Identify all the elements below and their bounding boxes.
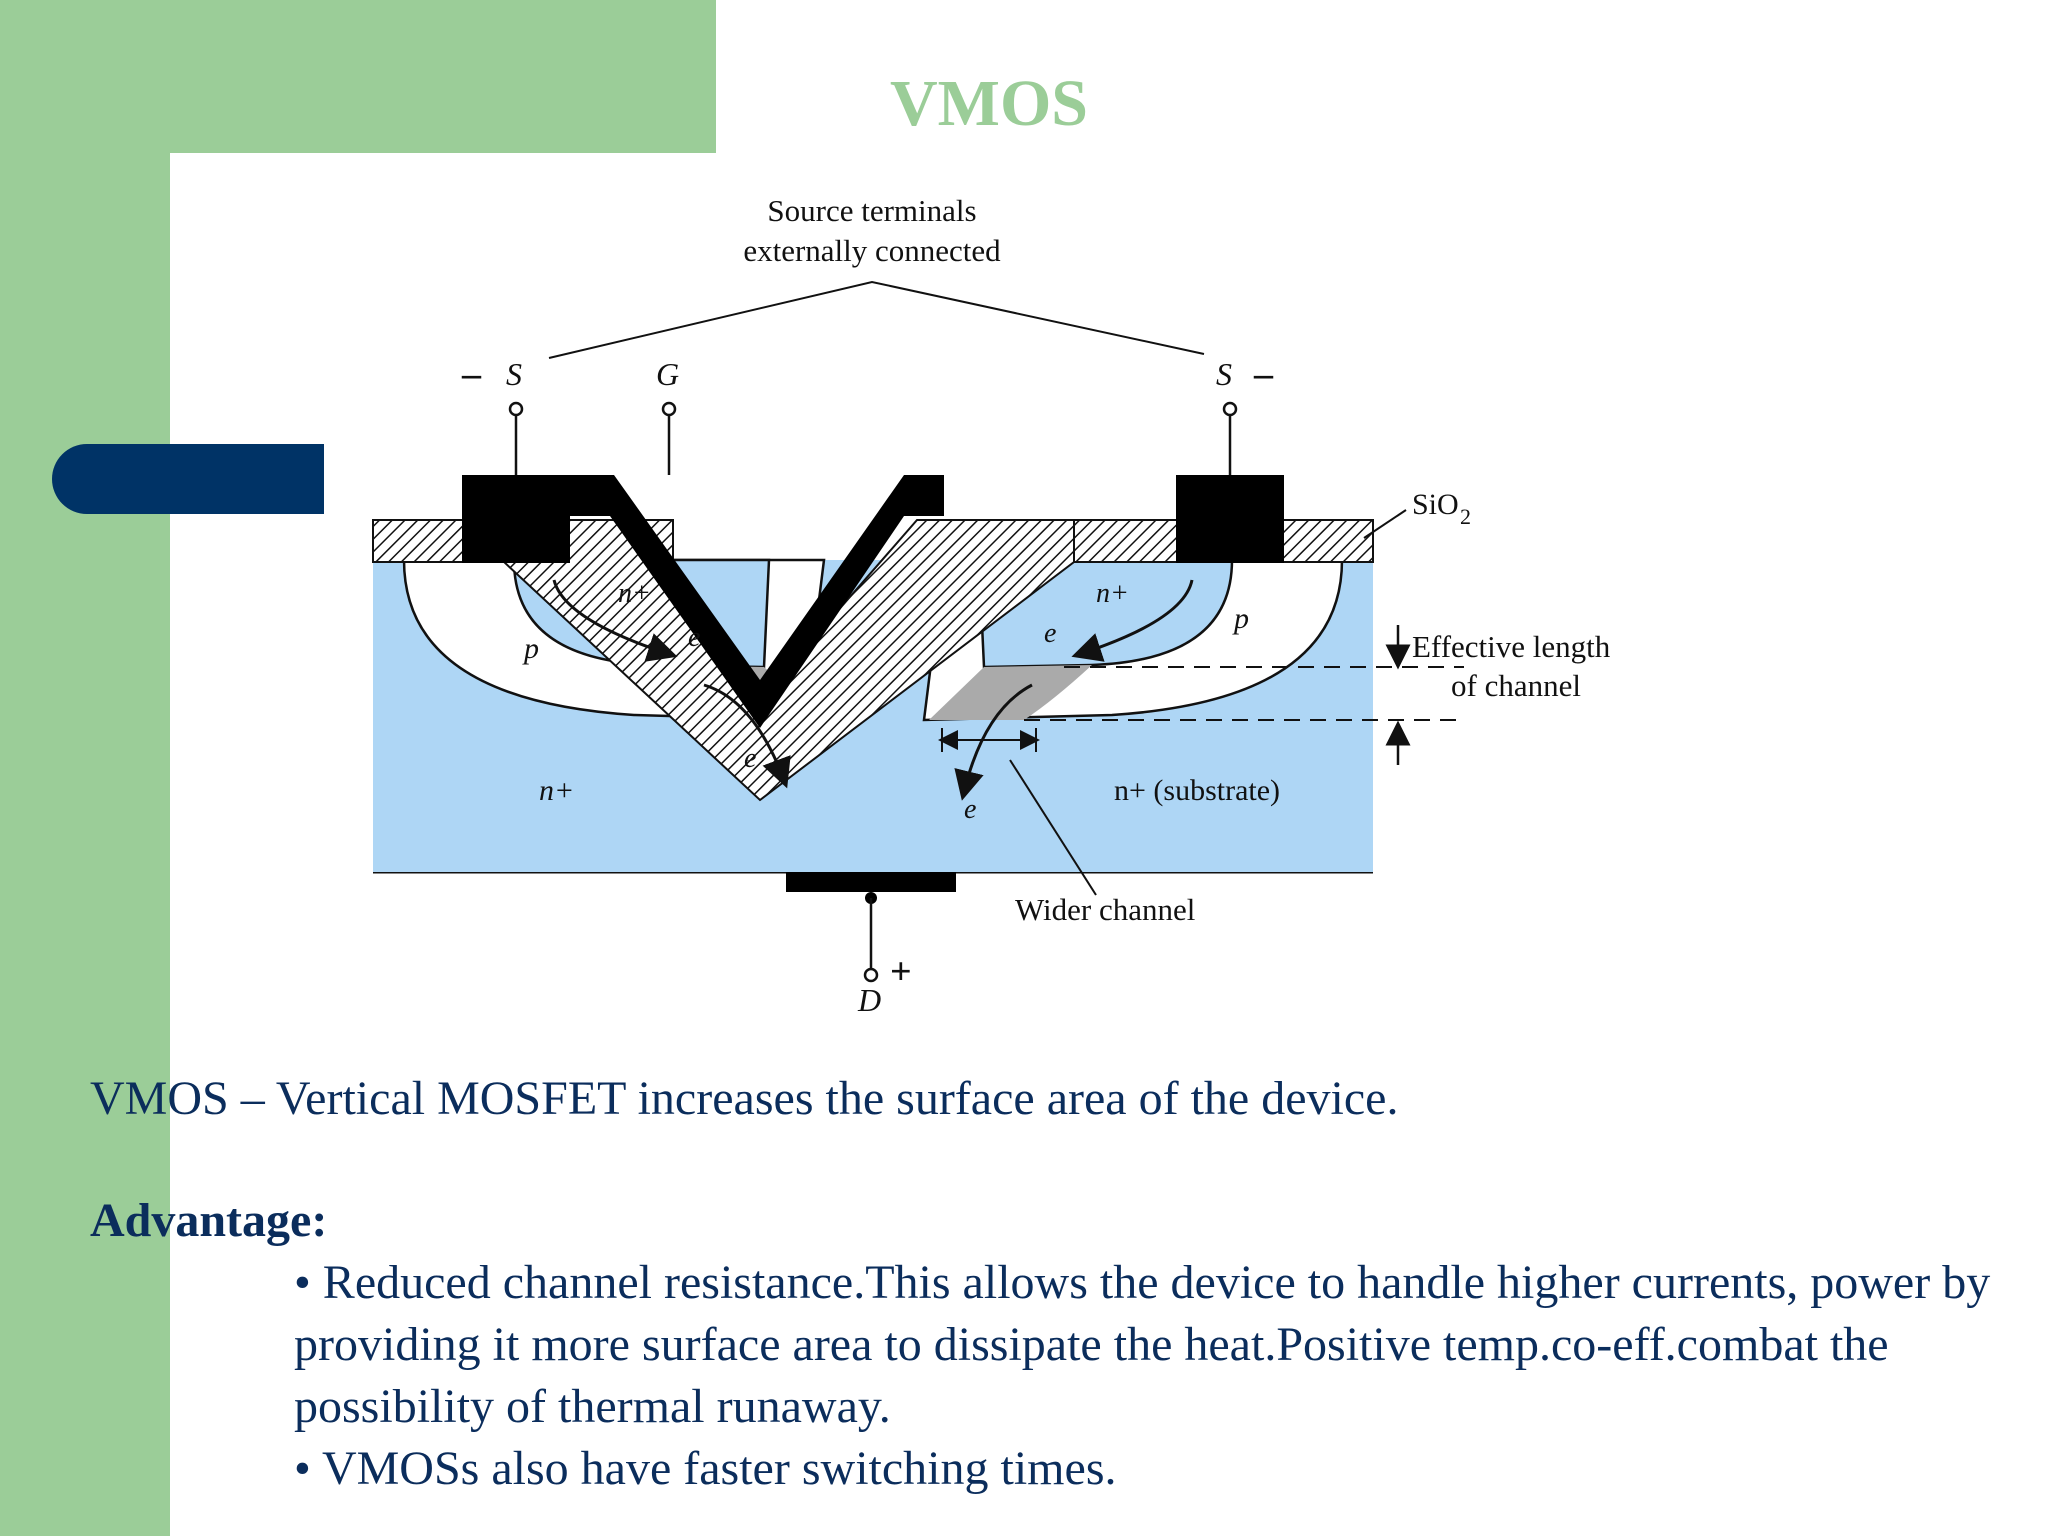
source-contact-left: [462, 475, 570, 563]
green-top-band: [170, 0, 716, 153]
label-n-plus-bulk: n+: [539, 774, 574, 807]
label-effective-length: Effective length: [1412, 629, 1611, 664]
advantage-list: • Reduced channel resistance.This allows…: [90, 1252, 2010, 1500]
drain-contact: [786, 872, 956, 892]
electron-arrow-1: [552, 579, 678, 662]
label-externally-connected: externally connected: [743, 233, 1001, 268]
source-connection-lines: [548, 280, 1205, 359]
label-electron-2: e: [1044, 618, 1056, 649]
label-electron-3: e: [744, 743, 756, 774]
label-electron-4: e: [964, 794, 976, 825]
gate-terminal: [661, 401, 677, 417]
label-gate: G: [656, 356, 679, 392]
source-left-terminal: [508, 401, 524, 417]
slide-title: VMOS: [890, 67, 1088, 140]
label-electron-1: e: [688, 622, 700, 653]
label-of-channel: of channel: [1451, 668, 1581, 703]
advantage-bullet-1: • Reduced channel resistance.This allows…: [294, 1256, 1991, 1433]
channel-right: [929, 665, 1092, 720]
label-wider-channel: Wider channel: [1015, 892, 1195, 927]
label-sio2-subscript: 2: [1460, 504, 1471, 529]
electron-arrow-4: [954, 683, 1033, 801]
intro-text: VMOS – Vertical MOSFET increases the sur…: [90, 1072, 1399, 1125]
wider-channel-leader: [1009, 759, 1097, 896]
label-sio2: SiO: [1412, 488, 1459, 521]
electron-arrow-2: [1071, 579, 1194, 662]
label-source-right: S: [1216, 356, 1232, 392]
advantage-heading: Advantage:: [90, 1194, 328, 1247]
substrate-lower: [373, 852, 1373, 872]
label-drain: D: [857, 982, 881, 1018]
label-n-plus-substrate: n+ (substrate): [1114, 774, 1280, 807]
source-contact-right: [1176, 475, 1284, 563]
drain-terminal: [863, 967, 879, 983]
label-p-right: p: [1232, 602, 1249, 635]
source-right-terminal: [1222, 401, 1238, 417]
navy-accent-bar: [52, 444, 324, 514]
gate-metal: [564, 475, 944, 728]
label-n-plus-right: n+: [1096, 578, 1129, 609]
electron-arrow-3: [703, 683, 791, 789]
vmos-diagram: Source terminals externally connected – …: [324, 180, 1724, 1040]
green-side-band: [0, 0, 170, 1536]
label-source-right-sign: –: [1253, 353, 1274, 395]
label-n-plus-left: n+: [618, 578, 651, 609]
label-source-left-sign: –: [461, 353, 482, 395]
label-p-left: p: [522, 632, 539, 665]
vmos-cross-section: Source terminals externally connected – …: [372, 193, 1611, 1018]
slide-body: VMOS – Vertical MOSFET increases the sur…: [90, 1068, 2010, 1500]
label-source-terminals: Source terminals: [767, 193, 976, 228]
label-drain-sign: +: [890, 951, 912, 993]
label-source-left: S: [506, 356, 522, 392]
advantage-bullet-2: • VMOSs also have faster switching times…: [294, 1442, 1117, 1495]
